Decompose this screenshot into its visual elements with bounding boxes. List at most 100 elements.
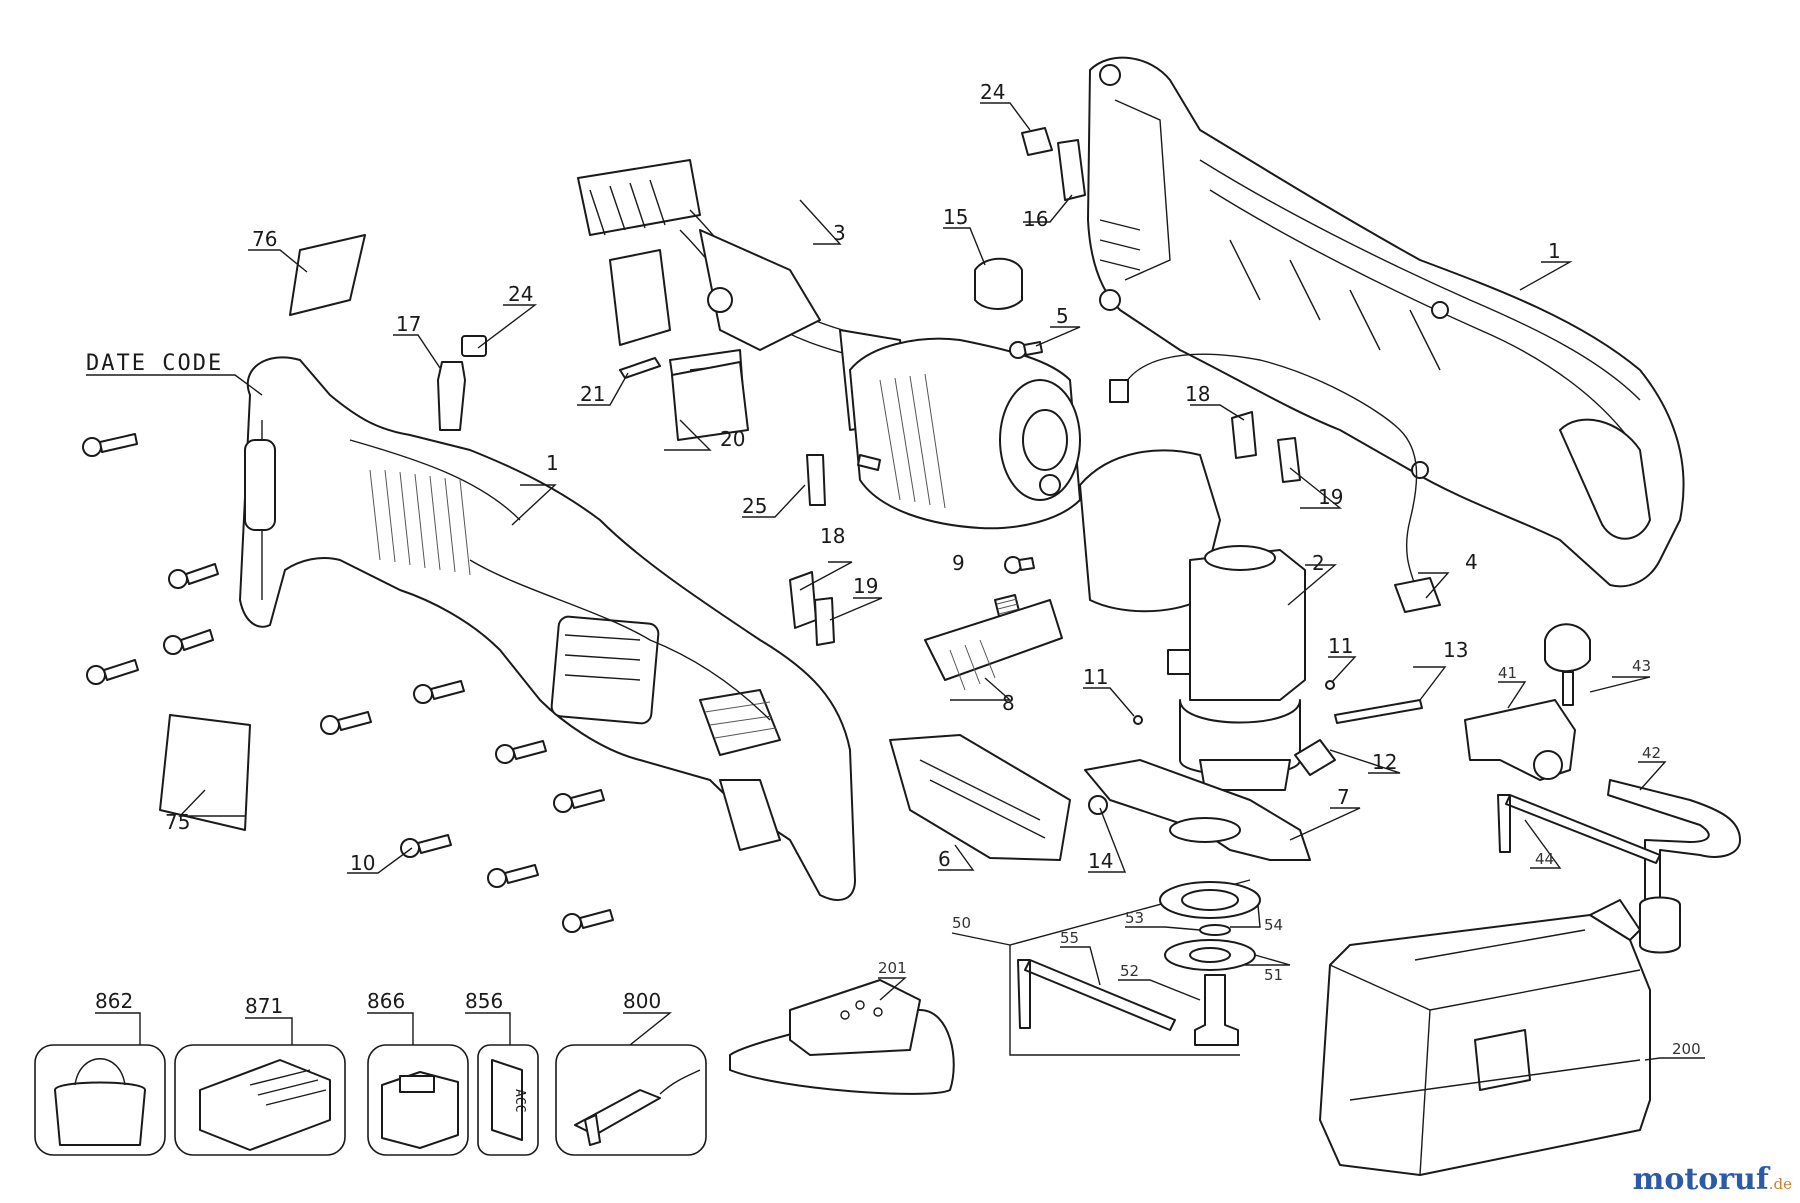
callout-43: 43 [1632, 657, 1651, 675]
part-8-switch [924, 599, 1063, 681]
callout-19-right: 19 [1318, 485, 1343, 509]
callout-871: 871 [245, 994, 283, 1018]
part-20-cover [671, 361, 749, 441]
part-16-clip [1057, 139, 1086, 201]
callout-9: 9 [952, 551, 965, 575]
callout-10: 10 [350, 851, 375, 875]
callout-800: 800 [623, 989, 661, 1013]
screw [86, 659, 139, 685]
callout-41: 41 [1498, 664, 1517, 682]
callout-1-right: 1 [1548, 239, 1561, 263]
callout-12: 12 [1372, 750, 1397, 774]
part-15-bushing [974, 257, 1023, 310]
screw [487, 864, 539, 888]
callout-6: 6 [938, 847, 951, 871]
label-76-shape [289, 234, 366, 316]
callout-42: 42 [1642, 744, 1661, 762]
part-12-spring [1294, 739, 1336, 776]
callout-21: 21 [580, 382, 605, 406]
part-18-right [1231, 411, 1257, 459]
part-18-left [789, 571, 817, 629]
callout-16: 16 [1023, 207, 1048, 231]
part-43-knob [1544, 623, 1591, 673]
callout-24-top: 24 [980, 80, 1005, 104]
acc-label: ACC [512, 1089, 527, 1112]
callout-4: 4 [1465, 550, 1478, 574]
part-17-clip [437, 361, 466, 431]
part-7-clamp-arm [1084, 759, 1311, 861]
callout-19-left: 19 [853, 574, 878, 598]
callout-17: 17 [396, 312, 421, 336]
label-75-shape [159, 714, 251, 831]
callout-11-right: 11 [1328, 634, 1353, 658]
part-24-block-left [461, 335, 487, 357]
callout-1-left: 1 [546, 451, 559, 475]
screw-group [82, 433, 614, 933]
callout-5: 5 [1056, 304, 1069, 328]
callout-18-left: 18 [820, 524, 845, 548]
screw [1009, 341, 1043, 359]
callout-7: 7 [1337, 785, 1350, 809]
part-53-washer [1199, 924, 1231, 936]
date-code-label: DATE CODE [86, 351, 223, 376]
callout-11-left: 11 [1083, 665, 1108, 689]
part-25-pad [806, 454, 826, 506]
callout-52: 52 [1120, 962, 1139, 980]
watermark-logo: motoruf.de [1633, 1162, 1792, 1197]
part-55-hex-key [1017, 959, 1176, 1031]
part-200-carrying-case [1319, 899, 1651, 1176]
part-21-spring-clip [619, 357, 661, 379]
part-19-right [1277, 437, 1301, 483]
screw [495, 740, 547, 764]
callout-24-left: 24 [508, 282, 533, 306]
right-housing-assembly [1087, 56, 1685, 588]
callout-20: 20 [720, 427, 745, 451]
part-44-hex-key [1497, 794, 1661, 864]
callout-13: 13 [1443, 638, 1468, 662]
callout-15: 15 [943, 205, 968, 229]
callout-76: 76 [252, 227, 277, 251]
callout-14: 14 [1088, 849, 1113, 873]
part-24-block-top [1021, 127, 1053, 156]
callout-25: 25 [742, 494, 767, 518]
part-42-wrench [1607, 779, 1741, 901]
callout-8: 8 [1002, 691, 1015, 715]
screw [553, 789, 605, 813]
screw [168, 563, 219, 589]
watermark-brand: motoruf [1632, 1162, 1769, 1197]
part-13-pin [1334, 699, 1423, 724]
screw [163, 629, 214, 655]
callout-862: 862 [95, 989, 133, 1013]
callout-51: 51 [1264, 966, 1283, 984]
screw [413, 680, 465, 704]
screw [1004, 556, 1035, 574]
part-4-wire [1119, 353, 1421, 601]
motor-assembly [849, 337, 1081, 530]
part-4-connector [1394, 577, 1441, 613]
callout-3: 3 [833, 221, 846, 245]
screw [320, 711, 372, 735]
leader-lines [86, 102, 1705, 1061]
callout-50: 50 [952, 914, 971, 932]
part-11-ball-right [1325, 680, 1335, 690]
screw [562, 909, 614, 933]
screw [400, 834, 452, 858]
screw [82, 433, 138, 457]
callout-54: 54 [1264, 916, 1283, 934]
callout-866: 866 [367, 989, 405, 1013]
part-14-nut [1088, 795, 1108, 815]
part-11-ball-left [1133, 715, 1143, 725]
callout-201: 201 [878, 959, 907, 977]
watermark-tld: .de [1768, 1175, 1792, 1193]
gearhead-assembly [1079, 449, 1306, 791]
left-housing-assembly [239, 356, 856, 901]
callout-856: 856 [465, 989, 503, 1013]
callout-55: 55 [1060, 929, 1079, 947]
callout-200: 200 [1672, 1040, 1701, 1058]
part-6-switch-holder [889, 734, 1071, 861]
callout-75: 75 [165, 810, 190, 834]
part-52-screw [1194, 974, 1239, 1046]
callout-2: 2 [1312, 551, 1325, 575]
callout-18-right: 18 [1185, 382, 1210, 406]
